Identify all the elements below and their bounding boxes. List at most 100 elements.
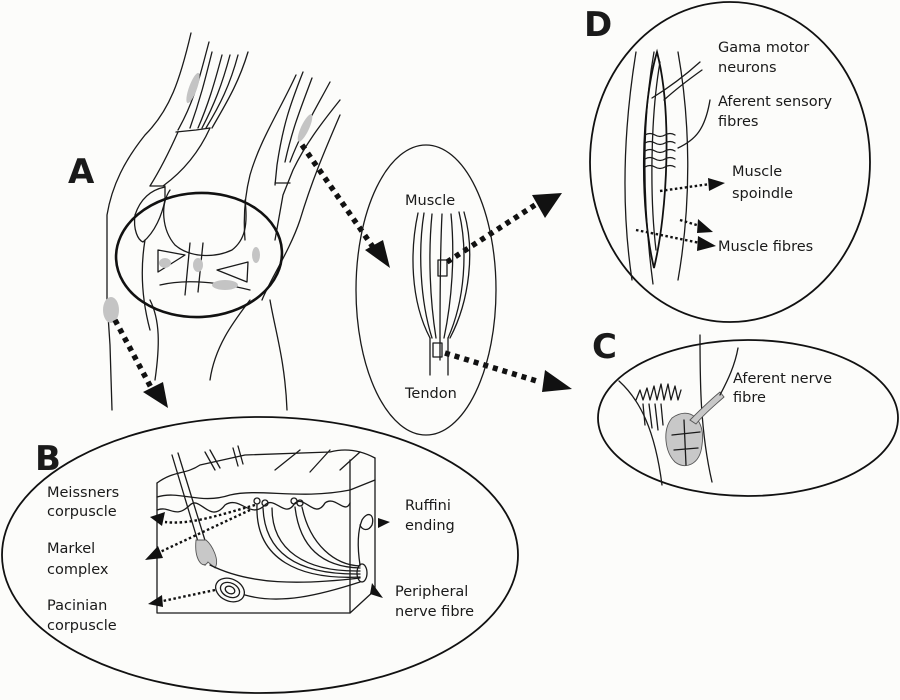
markel-label-1: Markel [47,541,95,557]
tibia-plateau [159,281,251,291]
nerve-fibre [256,504,361,578]
arrow-a-to-muscle-shaft [299,143,378,252]
femur-condyle [163,189,247,257]
muscle-tendon-junction [635,383,682,401]
arrow-a-to-b-shaft [112,318,158,397]
panel-c-oval [597,339,899,497]
muscle-tendon-oval [355,144,497,436]
muscle-highlight [186,72,200,104]
markel-pointer [159,508,251,554]
pacinian-corpuscle [214,577,246,603]
arrow-tendon-to-c-shaft [444,350,541,385]
tendon-line [211,51,249,129]
arrow-a-to-b-head [143,382,168,408]
afferent-sensory-label-1: Aferent sensory [718,94,833,110]
muscle-fibre [449,211,471,339]
panel-d-muscle-spindle: D Gama motor neurons Aferent sensory fib… [584,1,871,323]
markel-label-2: complex [47,562,109,578]
skin-ridge [274,449,361,473]
pacinian-pointer-head [148,595,163,607]
muscle-fibre [447,211,465,339]
leg-outline-right [269,299,288,411]
fibre-pointer-upper-head [697,219,713,233]
thigh-outline-left [106,32,192,411]
tendon-line [197,54,223,129]
ruffini-pointer-head [378,518,390,528]
panel-d-letter: D [584,5,612,45]
gamma-motor-nerve [663,69,703,101]
muscle-line [284,77,313,163]
muscle-spindle-label-1: Muscle [732,164,782,180]
tendon-line [205,54,239,129]
merkel-disk [296,499,304,507]
fibre-pointer-lower-head [697,236,716,251]
panel-a-letter: A [68,152,95,192]
leg-line [141,239,151,331]
muscle-line [243,74,297,241]
panel-b-oval [1,416,519,694]
panel-c-letter: C [592,327,617,367]
meniscus-left [157,249,186,273]
tendon-line [201,54,231,129]
peripheral-nerve-label-1: Peripheral [395,584,468,600]
ligament-line [184,242,191,296]
meissner-corpuscle [253,497,261,505]
spindle-pointer-head [708,178,725,191]
afferent-sensory-label-2: fibres [718,114,758,130]
pacinian-label-2: corpuscle [47,618,117,634]
panel-c-golgi-tendon-organ: C Aferent nerve fibre [592,327,899,497]
muscle-spindle-label-2: spoindle [732,186,793,202]
fibre-pointer-upper [679,218,701,228]
arrow-muscle-to-d-head [532,193,562,218]
sensory-coil [644,148,676,154]
meissner-corpuscle [261,499,269,507]
muscle-spindle-box [437,259,448,277]
tendon-line [149,131,179,187]
dermal-papillae [156,500,351,513]
muscle-fibre [412,212,431,339]
pacinian-core [224,585,236,595]
nerve-line [719,347,739,396]
patella [133,186,166,243]
joint-receptor-site [193,258,203,272]
panel-d-circle [589,1,871,323]
hair-tip [204,449,221,471]
muscle-label: Muscle [405,193,455,209]
arrow-tendon-to-c-head [542,370,572,392]
muscle-fibres-label: Muscle fibres [718,239,813,255]
knee-joint-highlight-circle [114,191,284,319]
gamma-motor-label-1: Gama motor [718,40,809,56]
connector-arrows [112,143,572,408]
muscle-line [274,99,341,241]
afferent-nerve-label-1: Aferent nerve [733,371,832,387]
intrafusal-fibre [651,61,661,251]
tendon-line [175,127,211,133]
panel-a-knee: A [68,32,341,411]
arrow-a-to-muscle-head [365,240,390,268]
muscle-highlight [297,114,313,142]
ruffini-ending [357,513,374,566]
pacinian-layer [219,581,241,599]
afferent-sensory-nerve [677,99,711,149]
muscle-fibre [624,51,637,281]
nerve-fibre [294,506,361,569]
junction-line [642,403,664,431]
sensory-coil [644,132,676,138]
hair-tip [232,445,244,467]
ruffini-label-2: ending [405,518,455,534]
skin-receptor-site [103,297,119,323]
gamma-motor-label-2: neurons [718,60,777,76]
joint-receptor-site [159,258,171,268]
tendon-line [189,51,213,129]
skin-block-front [156,459,351,614]
panel-muscle-tendon: Muscle Tendon [355,144,497,436]
meissner-pointer [164,503,256,524]
muscle-line [274,71,304,186]
joint-receptor-site [212,280,238,290]
muscle-fibre [420,212,433,339]
tendon-label: Tendon [404,386,457,402]
sensory-coil [644,156,676,162]
nerve-fibre [271,507,361,572]
sensory-coil [644,164,676,170]
